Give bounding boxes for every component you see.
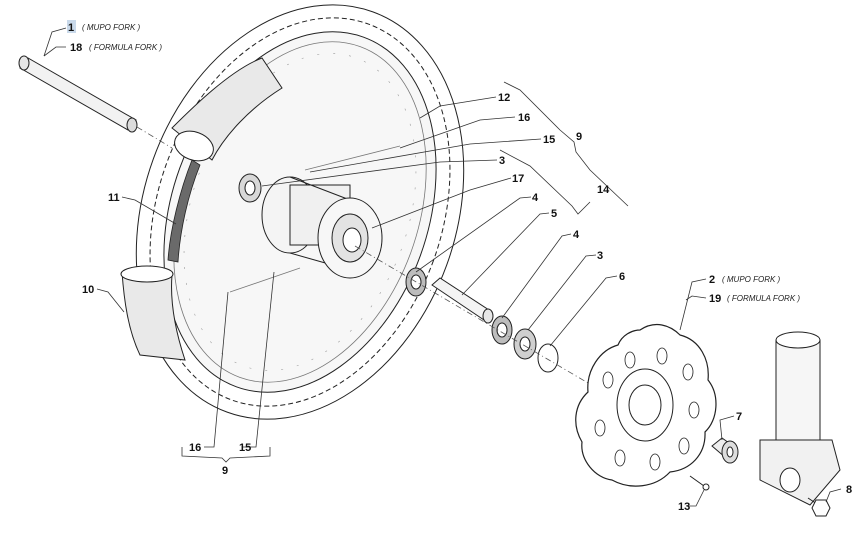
bearing-left-part[interactable]	[238, 173, 262, 203]
label-part-10: 10	[82, 284, 94, 296]
label-part-14: 14	[597, 184, 610, 196]
label-part-9-bottom: 9	[222, 465, 228, 477]
label-part-12: 12	[498, 92, 510, 104]
label-part-8: 8	[846, 484, 852, 496]
label-part-7: 7	[736, 411, 742, 423]
bolt-part-8[interactable]	[807, 497, 831, 517]
label-part-3-top: 3	[499, 155, 505, 167]
label-part-9-top: 9	[576, 131, 582, 143]
label-part-1-note: ( MUPO FORK )	[82, 23, 141, 32]
screw-part-13[interactable]	[689, 475, 710, 491]
label-part-19-note: ( FORMULA FORK )	[727, 294, 800, 303]
circlip-part-6[interactable]	[537, 343, 559, 373]
label-part-16-bottom: 16	[189, 442, 201, 454]
label-part-17: 17	[512, 173, 524, 185]
axle-part[interactable]	[18, 55, 138, 133]
spacer-part-7[interactable]	[711, 437, 739, 464]
label-part-19: 19	[709, 293, 721, 305]
label-part-18: 18	[70, 42, 82, 54]
label-part-15-bottom: 15	[239, 442, 251, 454]
seal-part-4b[interactable]	[491, 315, 513, 345]
label-part-5: 5	[551, 208, 557, 220]
bearing-right-part[interactable]	[513, 328, 537, 360]
label-part-16-top: 16	[518, 112, 530, 124]
tube-section-part-10[interactable]	[120, 265, 186, 361]
rim-tape-part[interactable]	[167, 159, 201, 263]
hub-part[interactable]	[261, 176, 383, 279]
label-part-2: 2	[709, 274, 715, 286]
label-1-highlight	[67, 20, 76, 33]
label-part-1: 1	[68, 22, 74, 34]
brake-disc-part[interactable]	[575, 323, 717, 487]
leader-lines	[43, 27, 842, 507]
label-part-11: 11	[108, 192, 120, 204]
label-part-13: 13	[678, 501, 690, 513]
label-part-6: 6	[619, 271, 625, 283]
spacer-part-5[interactable]	[431, 277, 494, 324]
label-part-4-top: 4	[532, 192, 539, 204]
label-part-2-note: ( MUPO FORK )	[722, 275, 781, 284]
label-part-15-top: 15	[543, 134, 555, 146]
label-part-4-bottom: 4	[573, 229, 580, 241]
label-part-18-note: ( FORMULA FORK )	[89, 43, 162, 52]
tube-section-top[interactable]	[170, 57, 283, 166]
label-part-3-bottom: 3	[597, 250, 603, 262]
fork-leg-part[interactable]	[759, 331, 841, 506]
